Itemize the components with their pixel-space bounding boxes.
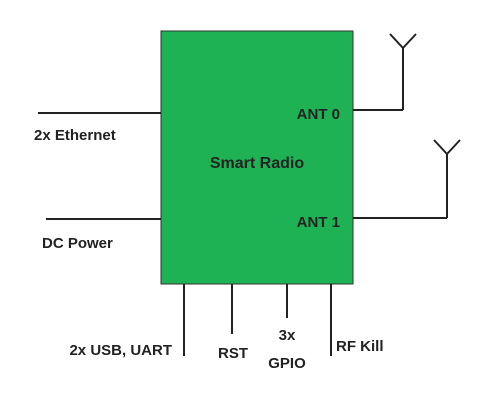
smart-radio-block (160, 30, 354, 285)
ant0-label: ANT 0 (297, 106, 340, 123)
antenna-1-icon (353, 139, 461, 219)
ant1-label: ANT 1 (297, 214, 340, 231)
dc-power-label: DC Power (42, 235, 113, 252)
ethernet-label: 2x Ethernet (34, 127, 116, 144)
rf-kill-label: RF Kill (336, 338, 384, 355)
block-title: Smart Radio (210, 155, 304, 172)
gpio-count-label: 3x (279, 327, 296, 344)
antenna-0-icon (353, 33, 417, 111)
usb-uart-label: 2x USB, UART (69, 342, 172, 359)
gpio-label: GPIO (268, 355, 306, 372)
rst-label: RST (218, 345, 248, 362)
